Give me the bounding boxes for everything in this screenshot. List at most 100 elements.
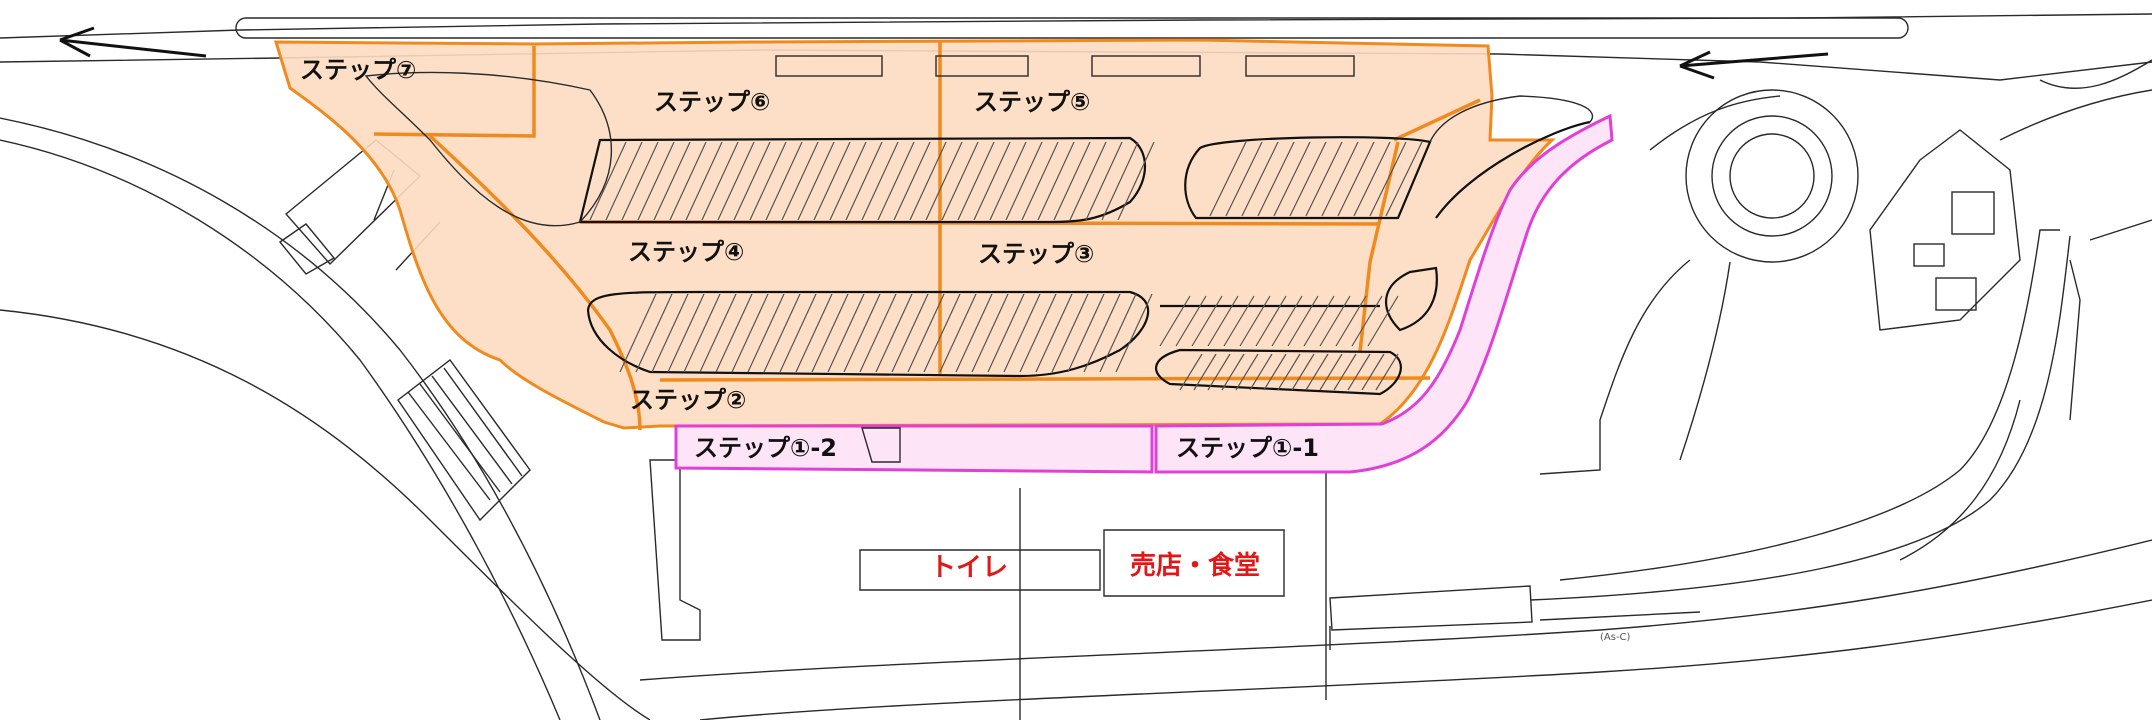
stall-line [955,293,993,373]
stall-line [1223,295,1255,347]
stall-line [1335,295,1367,347]
stall-line [635,293,673,373]
stall-line [1159,295,1191,347]
stall-line [637,141,675,221]
stall-line [877,141,915,221]
stall-line [715,293,753,373]
stall-line [1209,141,1247,217]
stall-line [989,141,1027,221]
stall-line [685,141,723,221]
stall-line [699,293,737,373]
stall-line [957,141,995,221]
stall-line [1303,295,1335,347]
stall-line [845,141,883,221]
step3-label: ステップ③ [978,240,1094,268]
stall-line [1319,353,1343,391]
step1-1-zone [1154,113,1614,474]
stall-line [731,293,769,373]
stall-line [939,293,977,373]
step7-label: ステップ⑦ [300,56,416,84]
stall-line [1207,295,1239,347]
stall-line [1305,353,1329,391]
step5-label: ステップ⑤ [974,88,1090,116]
facility-labels: トイレ 売店・食堂 (As-C) [930,550,1631,643]
stall-line [1221,353,1245,391]
stall-line [765,141,803,221]
stall-line [1273,141,1311,217]
stall-line [843,293,881,373]
stall-line [813,141,851,221]
stall-line [1337,141,1375,217]
stall-line [1291,353,1315,391]
stall-line [891,293,929,373]
stall-line [1191,295,1223,347]
stall-line [1083,293,1121,373]
stall-line [733,141,771,221]
stall-line [1239,295,1271,347]
stall-line [1367,295,1399,347]
arrow-left-icon [1679,50,1829,80]
stall-line [1241,141,1279,217]
stall-line [1361,353,1385,391]
stall-line [1053,141,1091,221]
stall-line [781,141,819,221]
stall-line [669,141,707,221]
stall-line [1277,353,1301,391]
stall-line [717,141,755,221]
stall-line [1003,293,1041,373]
stall-line [987,293,1025,373]
top-rectangles [775,55,1355,77]
step2-label: ステップ② [630,386,746,414]
stall-line [1051,293,1089,373]
step1-zones [674,113,1614,474]
stall-line [1351,295,1383,347]
stall-line [653,141,691,221]
step1-2-zone [674,424,1154,474]
stall-line [893,141,931,221]
base-linework [0,13,2152,720]
step6-label: ステップ⑥ [654,88,770,116]
stall-line [1319,295,1351,347]
stall-line [1069,141,1107,221]
stall-line [747,293,785,373]
stall-line [763,293,801,373]
stall-line [1005,141,1043,221]
stall-line [605,141,643,221]
stall-line [749,141,787,221]
stall-line [1305,141,1343,217]
stall-line [941,141,979,221]
road-marking-label: (As-C) [1600,632,1631,643]
stall-line [1287,295,1319,347]
stall-line [1021,141,1059,221]
stall-line [875,293,913,373]
stall-line [1249,353,1273,391]
stall-line [1099,293,1137,373]
stall-line [1179,353,1203,391]
stall-line [1175,295,1207,347]
stall-line [1067,293,1105,373]
step1-1-label: ステップ①-1 [1176,434,1319,462]
stall-line [1257,141,1295,217]
stall-line [667,293,705,373]
stall-line [827,293,865,373]
stall-line [907,293,945,373]
stall-line [923,293,961,373]
stall-line [1263,353,1287,391]
stall-line [797,141,835,221]
stall-line [651,293,689,373]
stall-line [973,141,1011,221]
stall-line [1235,353,1259,391]
traffic-arrows [59,26,1829,80]
stall-line [859,293,897,373]
arrow-left-icon [59,26,207,58]
stall-line [619,293,657,373]
parking-stalls [578,120,1591,396]
stall-line [683,293,721,373]
stall-line [1385,141,1423,217]
shop-restaurant-label: 売店・食堂 [1130,550,1260,581]
stall-line [1035,293,1073,373]
stall-line [1117,141,1155,221]
stall-line [971,293,1009,373]
stall-line [829,141,867,221]
stall-line [811,293,849,373]
